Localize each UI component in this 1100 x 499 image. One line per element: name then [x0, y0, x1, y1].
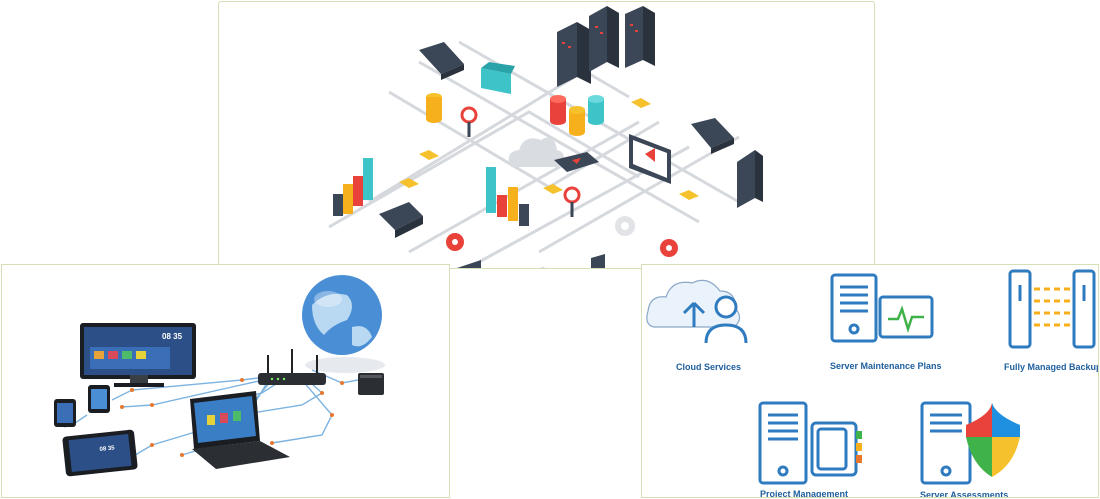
coin-stack-icon	[426, 93, 442, 123]
flat-server-icon	[691, 118, 734, 154]
folder-icon	[481, 62, 515, 94]
magnifier-icon	[460, 106, 581, 217]
backup-servers-icon	[1008, 269, 1096, 349]
gear-icon	[446, 216, 678, 257]
laptop-icon	[190, 391, 290, 469]
services-icons-illustration	[646, 269, 1096, 485]
server-shield-icon	[920, 401, 1020, 485]
cloud-user-icon	[646, 279, 748, 344]
video-player-icon	[554, 152, 599, 172]
microchip-icon	[399, 98, 699, 200]
monitor-icon: 08 35	[80, 323, 196, 387]
bar-chart-icon	[486, 167, 529, 226]
monitor-clock: 08 35	[162, 332, 183, 341]
connected-devices-panel: 08 35 08 35	[1, 264, 450, 498]
smartphone-icon	[88, 385, 110, 413]
laptop-icon	[457, 260, 481, 268]
dashboard-screen-icon	[629, 134, 671, 184]
server-rack-cluster-icon	[557, 6, 655, 87]
flat-server-icon	[379, 202, 423, 238]
server-monitor-icon	[830, 273, 934, 343]
smartphone-icon	[591, 254, 605, 268]
flat-server-icon	[419, 42, 464, 80]
project-management-label: Project Management	[760, 489, 849, 498]
isometric-infrastructure-panel	[218, 1, 875, 269]
globe-icon	[302, 275, 385, 373]
router-icon	[258, 349, 326, 385]
services-panel: Cloud Services Server Maintenance Plans …	[641, 264, 1099, 498]
data-cylinders-icon	[550, 95, 604, 136]
smartphone-icon	[54, 399, 76, 427]
connected-devices-illustration: 08 35 08 35	[54, 275, 385, 477]
cloud-icon	[508, 137, 565, 167]
fully-managed-backup-label: Fully Managed Backup	[1004, 362, 1099, 372]
bar-chart-icon	[333, 158, 373, 216]
external-drive-icon	[358, 373, 384, 395]
tablet-clock: 08 35	[99, 445, 115, 453]
server-assessments-label: Server Assessments	[920, 490, 1009, 498]
cloud-gear-icon	[540, 267, 546, 268]
tower-server-icon	[737, 150, 763, 208]
cloud-services-label: Cloud Services	[676, 362, 742, 372]
server-folder-icon	[758, 401, 862, 485]
server-maintenance-label: Server Maintenance Plans	[830, 361, 942, 371]
isometric-network-illustration	[328, 6, 763, 268]
tablet-icon: 08 35	[62, 429, 138, 477]
